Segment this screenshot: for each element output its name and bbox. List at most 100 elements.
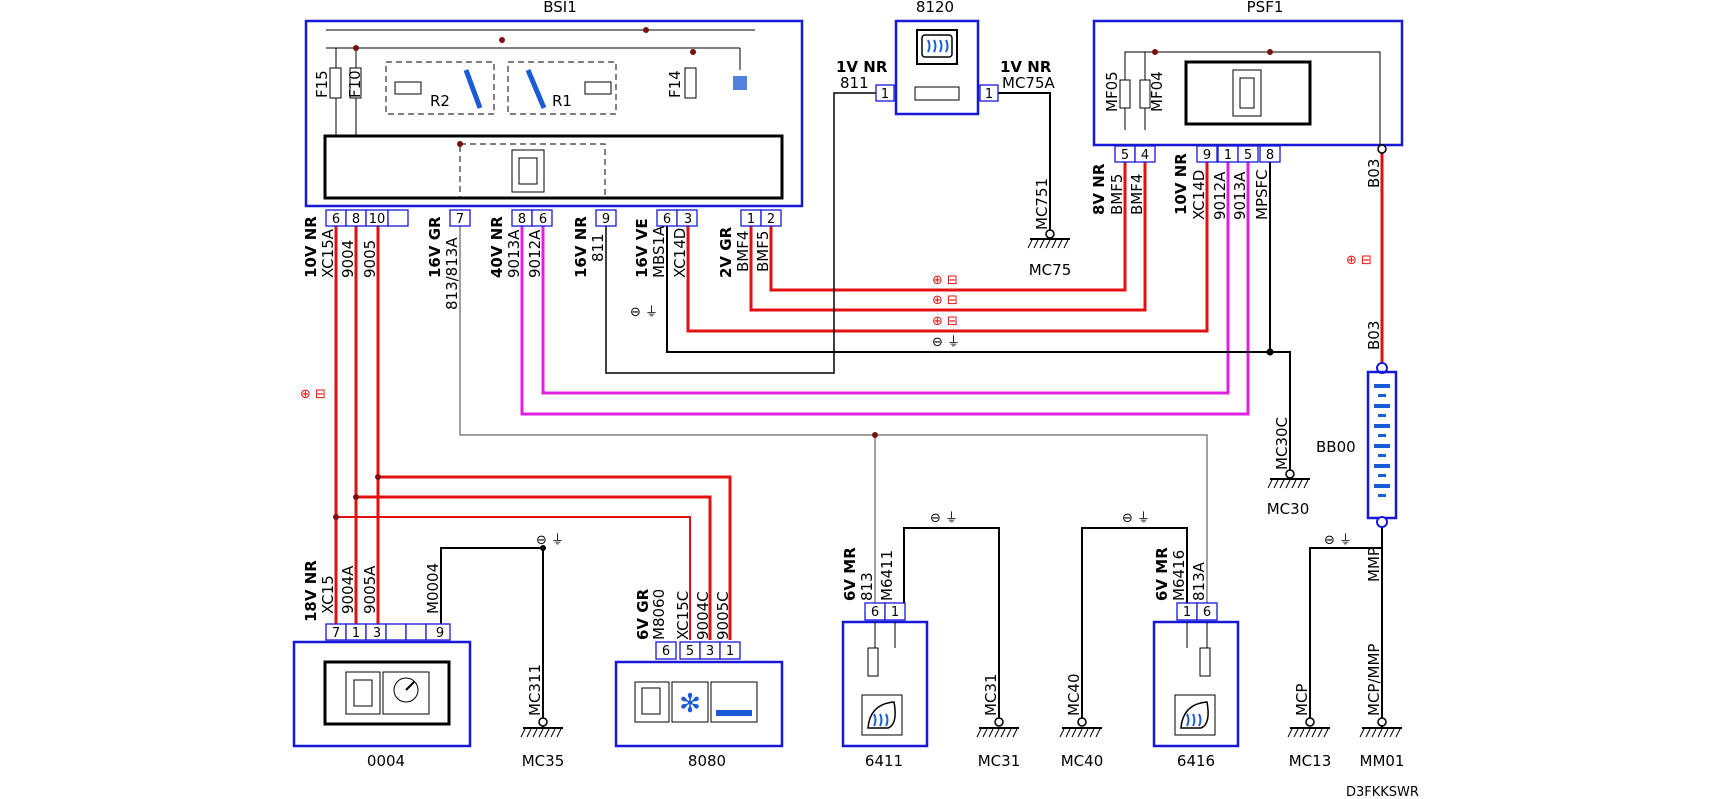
wire-label: MPSFC: [1253, 169, 1271, 220]
bsi1-pin: 9: [602, 212, 610, 227]
c0004-pin: 1: [352, 626, 360, 641]
ground-mc75: MC751 MC75: [1027, 178, 1072, 279]
wire-9012a: [541, 160, 1230, 395]
psf1-pin: 9: [1203, 148, 1211, 163]
psf1-pin: 5: [1244, 148, 1252, 163]
wire-label: 811: [589, 233, 607, 262]
component-bb00: B03 BB00 MMP MCP/MMP MCP: [1293, 321, 1398, 716]
ground-label: MC31: [978, 752, 1021, 770]
wire-label: M6416: [1170, 550, 1188, 601]
bsi1-pin: 3: [684, 212, 692, 227]
bsi1-pin: 6: [663, 212, 671, 227]
wire-label: 813: [858, 572, 876, 601]
bsi1-pin: 2: [767, 212, 775, 227]
ground-mc31: MC31 MC31: [976, 673, 1021, 770]
fuse-mf05-label: MF05: [1103, 71, 1121, 112]
wire-label: 9013A: [505, 229, 523, 278]
c0004-pin: 9: [436, 626, 444, 641]
wire-mbs1a: [666, 160, 1271, 353]
wire-811: [605, 92, 876, 374]
bsi1-wire-labels: 10V NR XC15A 9004 9005 16V GR 813/813A 4…: [302, 216, 772, 310]
bsi1-chip-icon: [511, 149, 545, 193]
bsi1-pin: 8: [352, 212, 360, 227]
wire-label: MCP/MMP: [1365, 644, 1383, 716]
component-0004: 7 1 3 9 0004 18V NR XC15 9004A 9005A M00…: [292, 560, 472, 770]
c8120-pin: 1: [985, 87, 993, 102]
grounds: MC751 MC75 MC30C MC30 MC311 MC35 MC31 MC…: [520, 178, 1404, 770]
fuse-mf05: [1119, 79, 1131, 109]
c8080-label: 8080: [688, 752, 726, 770]
c8120-label: 8120: [916, 0, 954, 16]
wire-bmf4: [749, 160, 1147, 312]
psf1-pin: 8: [1266, 148, 1274, 163]
ground-mc40: MC40 MC40: [1059, 673, 1103, 770]
battery-positive-icon: ⊕ ⊟: [932, 314, 958, 329]
connector-label: 1V NR: [1000, 58, 1052, 76]
ground-label: MC75: [1029, 261, 1072, 279]
wire-label: 9012A: [1211, 171, 1229, 220]
component-6416: 1 6 6416 6V MR M6416 813A: [1152, 547, 1240, 770]
bsi1-pin: 6: [332, 212, 340, 227]
ground-label: MC35: [522, 752, 565, 770]
connector-label: 6V GR: [634, 588, 652, 640]
fuse-f10: [349, 67, 362, 99]
ground-wire-label: MC311: [526, 664, 544, 716]
wire-xc14d: [686, 160, 1209, 333]
wire-label: 813A: [1190, 561, 1208, 601]
connector-label: 16V NR: [572, 216, 590, 278]
relay-r1-outline: [507, 61, 617, 115]
wire-label: M6411: [878, 550, 896, 601]
wire-9005-9005c: [376, 225, 732, 640]
wire-label: 9005C: [714, 591, 732, 640]
psf1-label: PSF1: [1247, 0, 1284, 16]
battery-cells-icon: [1374, 384, 1390, 497]
wire-label: 9005A: [361, 565, 379, 614]
component-8080: 6 5 3 1 ✻ 8080 6V GR M8060 XC15C 9004C 9…: [614, 588, 784, 770]
battery-positive-icon: ⊕ ⊟: [300, 387, 326, 402]
splice-dots: [333, 348, 1274, 551]
ground-mc30: MC30C MC30: [1267, 417, 1310, 518]
wire-label: MBS1A: [650, 225, 668, 278]
c8080-pin: 6: [662, 644, 670, 659]
fuse-f14-label: F14: [666, 70, 684, 98]
connector-label: 10V NR: [1172, 153, 1190, 215]
fuse-mf04-label: MF04: [1148, 71, 1166, 112]
ground-mc13: MC13: [1287, 717, 1332, 770]
wire-label: 9004A: [339, 565, 357, 614]
c6411-pin: 1: [891, 605, 899, 620]
climate-control-icon: ✻: [634, 681, 758, 723]
ground-wire-label: MC30C: [1273, 417, 1291, 470]
connector-label: 8V NR: [1090, 163, 1108, 215]
wire-label: BMF5: [754, 231, 772, 272]
wire-m6411: [903, 527, 1000, 720]
wire-label: XC14D: [1190, 170, 1208, 220]
fuse-f14: [684, 67, 697, 99]
connector-label: 2V GR: [717, 226, 735, 278]
c8080-pin: 3: [706, 644, 714, 659]
relay-r2-label: R2: [430, 92, 450, 110]
ground-label: MC30: [1267, 500, 1310, 518]
fuse-f10-label: F10: [346, 70, 364, 98]
ground-symbol-icon: ⊖ ⏚: [1122, 511, 1150, 526]
ground-label: MC13: [1289, 752, 1332, 770]
wire-label: M0004: [424, 563, 442, 614]
wire-label: 9004C: [694, 591, 712, 640]
wire-xc15-xc15c: [336, 516, 691, 640]
wire-label: 9012A: [526, 229, 544, 278]
component-psf1: PSF1 MF05 MF04 5 4 9 1 5 8 8V NR BMF5 BM…: [1090, 0, 1404, 220]
bsi1-pin: 7: [456, 212, 464, 227]
wires: [334, 92, 1384, 728]
wire-m6416: [1081, 527, 1188, 720]
relay-r1-label: R1: [552, 92, 572, 110]
connector-label: 18V NR: [302, 560, 320, 622]
c8080-pin: 5: [686, 644, 694, 659]
ground-symbol-icon: ⊖ ⏚: [536, 533, 564, 548]
ground-wire-label: MC751: [1033, 178, 1051, 230]
wire-label: 811: [840, 74, 869, 92]
wire-label: BMF5: [1108, 174, 1126, 215]
wire-label: B03: [1365, 321, 1383, 350]
bsi1-pins: 6 8 10 7 8 6 9 6 3 1 2: [325, 209, 782, 227]
bsi1-pin: 8: [518, 212, 526, 227]
battery-positive-icon: ⊕ ⊟: [1346, 253, 1372, 268]
